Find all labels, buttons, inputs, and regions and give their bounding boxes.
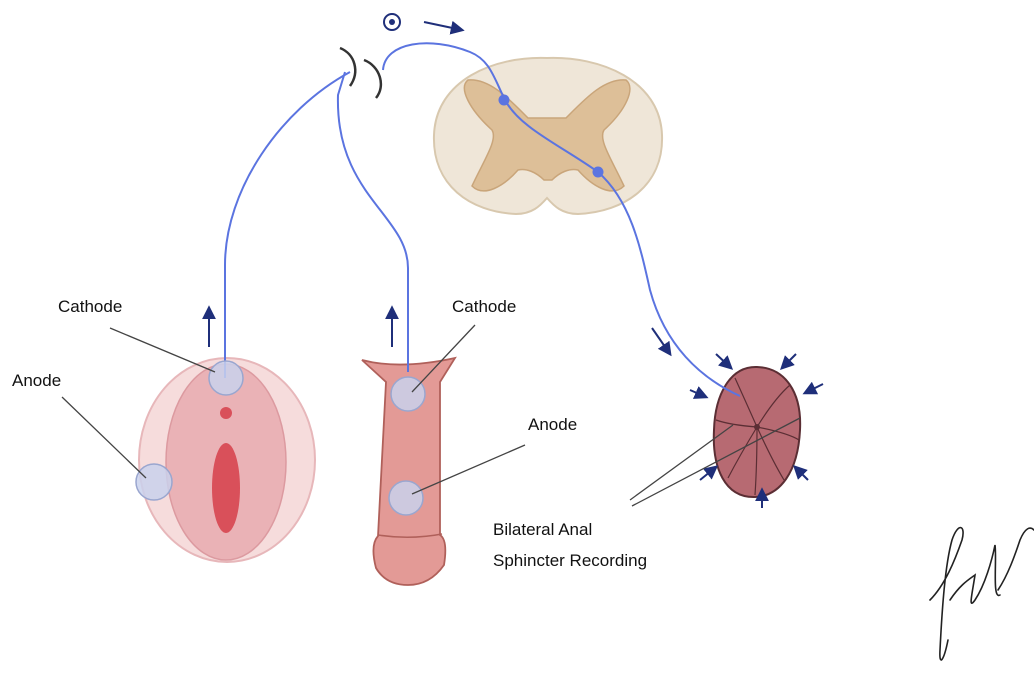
direction-arrow-icon xyxy=(795,467,808,480)
motor-neuron-dot xyxy=(593,167,604,178)
anode-electrode-female xyxy=(136,464,172,500)
label-recording-line1: Bilateral Anal xyxy=(493,520,592,539)
signal-dot-core xyxy=(389,19,395,25)
spinal-cord-section xyxy=(434,58,662,214)
spinal-synapse-dot xyxy=(499,95,510,106)
anode-electrode-male xyxy=(389,481,423,515)
sphincter-center xyxy=(754,424,760,430)
label-anode-right: Anode xyxy=(528,415,577,434)
afferent-nerve-male xyxy=(338,72,408,372)
label-cathode-left: Cathode xyxy=(58,297,122,316)
leader-cathode-left xyxy=(110,328,215,372)
clitoris xyxy=(220,407,232,419)
vaginal-opening xyxy=(212,443,240,533)
label-anode-left: Anode xyxy=(12,371,61,390)
label-recording-line2: Sphincter Recording xyxy=(493,551,647,570)
direction-arrow-icon xyxy=(782,354,796,368)
anal-sphincter xyxy=(714,367,800,497)
signature xyxy=(930,528,1034,660)
direction-arrow-icon xyxy=(690,390,706,397)
label-cathode-right: Cathode xyxy=(452,297,516,316)
direction-arrow-icon xyxy=(716,354,731,368)
direction-arrow-icon xyxy=(424,22,462,30)
cathode-electrode-male xyxy=(391,377,425,411)
direction-arrow-icon xyxy=(805,384,823,393)
cathode-electrode-female xyxy=(209,361,243,395)
leader-cathode-right xyxy=(412,325,475,392)
afferent-nerve-female xyxy=(225,72,350,378)
leader-anode-left xyxy=(62,397,146,478)
